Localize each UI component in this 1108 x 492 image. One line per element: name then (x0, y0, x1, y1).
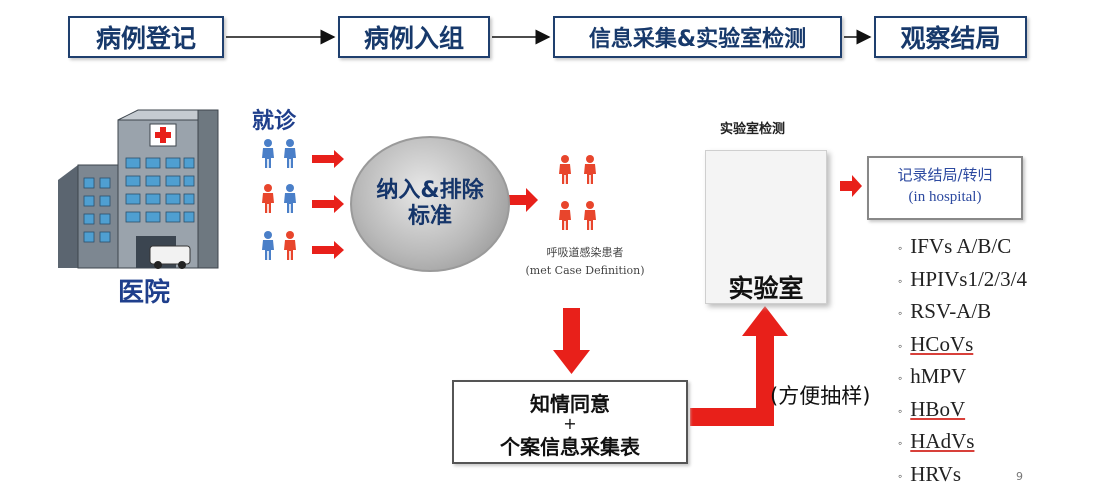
case-definition-en: (met Case Definition) (505, 264, 665, 277)
person-icon (584, 201, 596, 230)
visit-label: 就诊 (252, 103, 296, 135)
red-arrow-to-outcome (840, 175, 862, 197)
consent-line-2: 个案信息采集表 (454, 431, 686, 460)
bullet-icon: ◦ (898, 436, 902, 450)
bullet-icon: ◦ (898, 469, 902, 483)
red-arrow-down-to-consent (553, 308, 590, 374)
laboratory-box: 实验室 (705, 150, 827, 304)
hospital-label: 医院 (118, 272, 170, 309)
outcome-en: (in hospital) (869, 189, 1021, 206)
inclusion-exclusion-criteria: 纳入&排除 标准 (350, 136, 510, 272)
lab-testing-title: 实验室检测 (720, 118, 785, 137)
case-definition-cn: 呼吸道感染患者 (520, 244, 650, 260)
consent-line-1: 知情同意 (454, 388, 686, 417)
convenience-sampling-label: (方便抽样) (770, 380, 870, 410)
bullet-icon: ◦ (898, 306, 902, 320)
bullet-icon: ◦ (898, 274, 902, 288)
pathogen-item: ◦HAdVs (898, 427, 1027, 460)
pathogen-item: ◦HCoVs (898, 330, 1027, 363)
pathogen-item: ◦HBoV (898, 395, 1027, 428)
person-icon (262, 184, 274, 213)
page-number: 9 (1016, 470, 1023, 483)
red-arrow-to-patients (506, 188, 538, 212)
outcome-cn: 记录结局/转归 (869, 164, 1021, 185)
consent-box: 知情同意 + 个案信息采集表 (452, 380, 688, 464)
criteria-line-1: 纳入&排除 (376, 178, 483, 204)
bullet-icon: ◦ (898, 404, 902, 418)
person-icon (284, 231, 296, 260)
person-icon (584, 155, 596, 184)
laboratory-label: 实验室 (706, 269, 826, 305)
hospital-icon (58, 110, 218, 269)
outcome-box: 记录结局/转归 (in hospital) (867, 156, 1023, 220)
pathogen-item: ◦IFVs A/B/C (898, 232, 1027, 265)
bullet-icon: ◦ (898, 241, 902, 255)
visiting-patients (262, 139, 296, 260)
pathogen-item: ◦RSV-A/B (898, 297, 1027, 330)
person-icon (262, 139, 274, 168)
person-icon (284, 139, 296, 168)
consent-plus: + (454, 417, 686, 431)
pathogen-item: ◦HPIVs1/2/3/4 (898, 265, 1027, 298)
criteria-line-2: 标准 (408, 204, 452, 230)
bullet-icon: ◦ (898, 339, 902, 353)
person-icon (262, 231, 274, 260)
person-icon (284, 184, 296, 213)
bullet-icon: ◦ (898, 371, 902, 385)
red-arrows-to-criteria (312, 150, 344, 259)
person-icon (559, 201, 571, 230)
pathogen-list: ◦IFVs A/B/C ◦HPIVs1/2/3/4 ◦RSV-A/B ◦HCoV… (898, 232, 1027, 492)
enrolled-patients (559, 155, 596, 230)
pathogen-item: ◦hMPV (898, 362, 1027, 395)
person-icon (559, 155, 571, 184)
pathogen-item: ◦HRVs (898, 460, 1027, 492)
